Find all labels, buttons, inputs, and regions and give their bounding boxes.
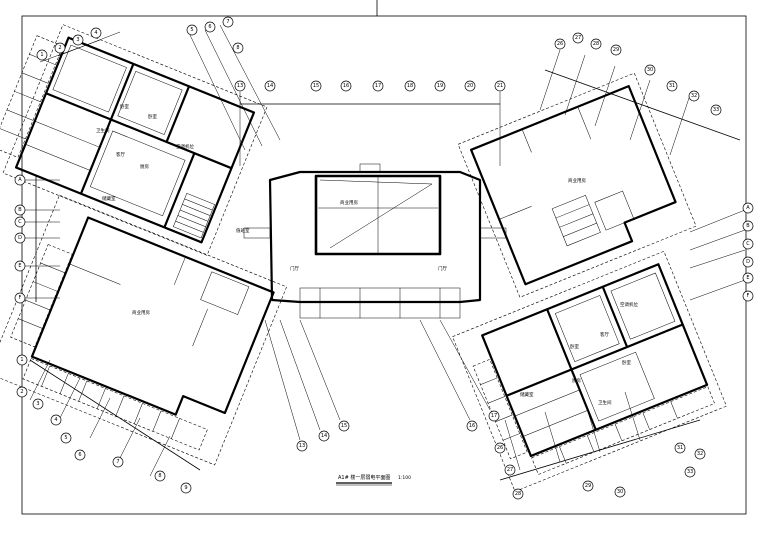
svg-text:9: 9 <box>184 485 187 491</box>
svg-text:31: 31 <box>677 445 683 451</box>
svg-text:27: 27 <box>575 35 581 41</box>
svg-text:4: 4 <box>94 30 97 36</box>
svg-text:C: C <box>18 219 22 225</box>
svg-text:3: 3 <box>76 37 79 43</box>
svg-text:A: A <box>746 205 750 211</box>
room-labels: 卧室 卧室 客厅 厨房 卫生间 储藏室 空调机位 客厅 卧室 卧室 厨房 卫生间… <box>96 103 638 406</box>
drawing-title-text: A1# 楼一层弱电平面图 <box>338 474 390 481</box>
svg-text:26: 26 <box>557 41 563 47</box>
grid-bubbles-bottom-mid: 13 14 15 16 17 <box>296 410 500 452</box>
svg-text:17: 17 <box>375 83 381 89</box>
svg-text:13: 13 <box>237 83 243 89</box>
drawing-title: A1# 楼一层弱电平面图 1:100 <box>336 474 411 486</box>
svg-text:6: 6 <box>78 452 81 458</box>
left-bottom-unit <box>0 194 287 466</box>
grid-bubbles-left-side: A B C D E F <box>14 174 26 304</box>
svg-text:29: 29 <box>585 483 591 489</box>
svg-text:31: 31 <box>669 83 675 89</box>
svg-text:14: 14 <box>267 83 273 89</box>
svg-text:C: C <box>746 241 750 247</box>
svg-text:30: 30 <box>647 67 653 73</box>
svg-text:商业用房: 商业用房 <box>568 177 586 184</box>
svg-text:19: 19 <box>437 83 443 89</box>
grid-bubbles-top: 13 14 15 16 17 18 19 20 21 <box>234 80 506 92</box>
svg-text:B: B <box>746 223 750 229</box>
grid-bubbles-left-top: 1 2 3 4 5 6 7 8 <box>36 16 244 61</box>
svg-text:F: F <box>747 293 750 299</box>
svg-text:16: 16 <box>469 423 475 429</box>
svg-text:B: B <box>18 207 22 213</box>
svg-text:空调机位: 空调机位 <box>620 301 638 308</box>
svg-text:20: 20 <box>467 83 473 89</box>
svg-text:A: A <box>18 177 22 183</box>
svg-text:1: 1 <box>20 357 23 363</box>
svg-text:15: 15 <box>313 83 319 89</box>
svg-text:卧室: 卧室 <box>120 103 129 110</box>
svg-text:2: 2 <box>58 45 61 51</box>
svg-text:厨房: 厨房 <box>140 163 149 170</box>
grid-bubbles-right-side: A B C D E F <box>742 202 754 302</box>
svg-text:29: 29 <box>613 47 619 53</box>
right-top-unit <box>457 72 697 298</box>
svg-text:客厅: 客厅 <box>116 151 125 158</box>
svg-text:1: 1 <box>40 52 43 58</box>
svg-text:F: F <box>19 295 22 301</box>
grid-bubbles-bottom-left: 1 2 3 4 5 6 7 8 9 <box>16 354 192 494</box>
svg-text:33: 33 <box>687 469 693 475</box>
svg-text:5: 5 <box>64 435 67 441</box>
svg-text:7: 7 <box>116 459 119 465</box>
svg-text:21: 21 <box>497 83 503 89</box>
svg-text:18: 18 <box>407 83 413 89</box>
svg-text:7: 7 <box>226 19 229 25</box>
drawing-scale-text: 1:100 <box>398 475 411 481</box>
svg-text:15: 15 <box>341 423 347 429</box>
svg-text:空调机位: 空调机位 <box>176 143 194 150</box>
svg-text:8: 8 <box>236 45 239 51</box>
grid-bubbles-right-top: 26 27 28 29 30 31 32 33 <box>554 32 722 116</box>
svg-text:E: E <box>746 275 749 281</box>
svg-text:D: D <box>18 235 22 241</box>
svg-text:28: 28 <box>515 491 521 497</box>
svg-text:33: 33 <box>713 107 719 113</box>
svg-text:商业用房: 商业用房 <box>132 309 150 316</box>
svg-text:卧室: 卧室 <box>148 113 157 120</box>
central-block <box>239 92 507 319</box>
svg-text:28: 28 <box>593 41 599 47</box>
svg-text:3: 3 <box>36 401 39 407</box>
svg-text:储藏室: 储藏室 <box>102 195 116 202</box>
grid-bubbles-bottom-right: 26 27 28 29 30 31 32 33 <box>494 442 706 500</box>
svg-text:8: 8 <box>158 473 161 479</box>
svg-text:16: 16 <box>343 83 349 89</box>
svg-text:13: 13 <box>299 443 305 449</box>
left-top-unit <box>0 24 268 256</box>
svg-text:卫生间: 卫生间 <box>96 127 110 134</box>
svg-text:E: E <box>18 263 21 269</box>
svg-text:5: 5 <box>190 27 193 33</box>
sheet-border <box>21 15 747 515</box>
svg-text:储藏室: 储藏室 <box>520 391 534 398</box>
svg-text:客厅: 客厅 <box>600 331 609 338</box>
svg-text:27: 27 <box>507 467 513 473</box>
svg-text:2: 2 <box>20 389 23 395</box>
svg-text:卧室: 卧室 <box>622 359 631 366</box>
svg-text:D: D <box>746 259 750 265</box>
svg-text:26: 26 <box>497 445 503 451</box>
svg-text:6: 6 <box>208 24 211 30</box>
svg-text:32: 32 <box>697 451 703 457</box>
svg-text:门厅: 门厅 <box>438 265 447 272</box>
svg-text:17: 17 <box>491 413 497 419</box>
right-bottom-unit <box>452 250 727 492</box>
svg-text:卫生间: 卫生间 <box>598 399 612 406</box>
svg-text:商业用房: 商业用房 <box>340 199 358 206</box>
svg-text:值班室: 值班室 <box>236 227 250 234</box>
svg-text:门厅: 门厅 <box>290 265 299 272</box>
svg-text:14: 14 <box>321 433 327 439</box>
svg-text:32: 32 <box>691 93 697 99</box>
svg-text:30: 30 <box>617 489 623 495</box>
svg-text:厨房: 厨房 <box>572 377 581 384</box>
grid-lines <box>24 24 746 481</box>
svg-text:4: 4 <box>54 417 57 423</box>
svg-text:卧室: 卧室 <box>570 343 579 350</box>
